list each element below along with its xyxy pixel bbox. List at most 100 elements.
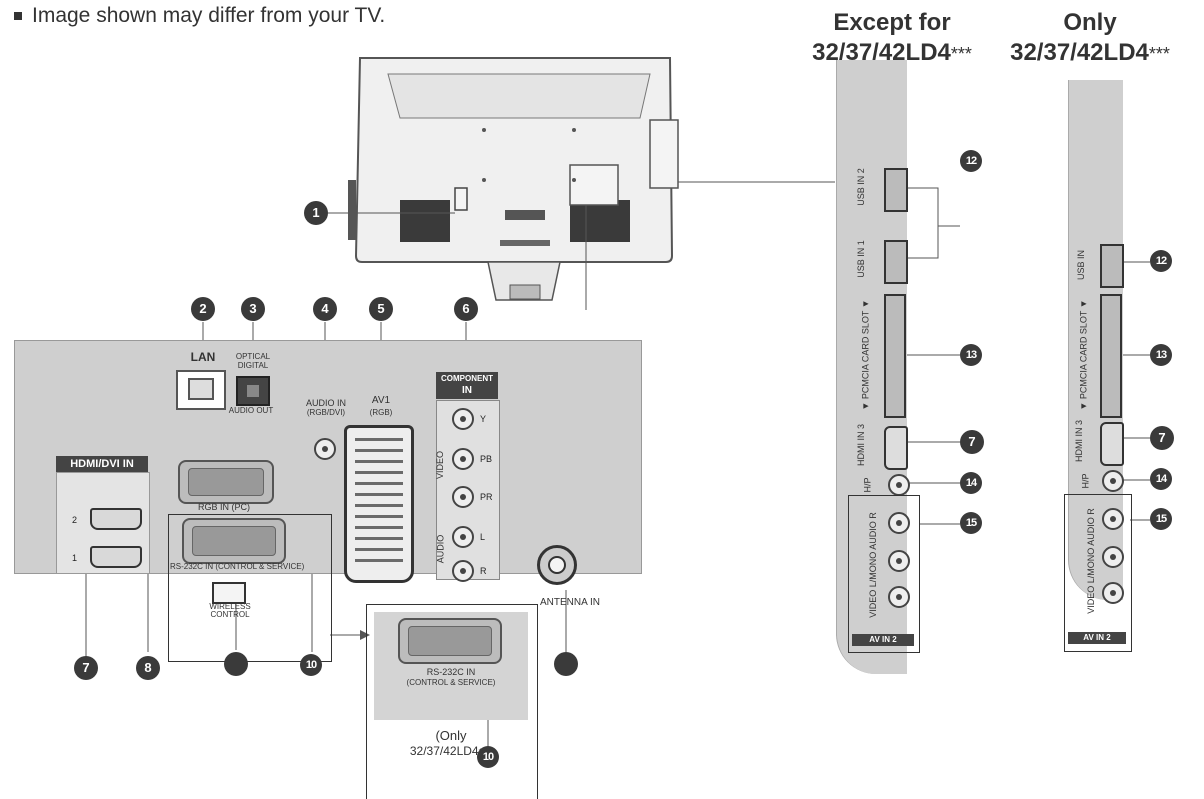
heading-except: Except for 32/37/42LD4*** <box>812 9 972 66</box>
rgb-in-label: RGB IN (PC) <box>197 502 250 512</box>
wireless-control-port[interactable] <box>212 582 246 604</box>
pcmcia-label-r: ▼ PCMCIA CARD SLOT ▼ <box>1078 299 1089 411</box>
rs232-inset-port[interactable] <box>398 618 502 664</box>
av2-video-jack-r[interactable] <box>1102 582 1124 604</box>
comp-pb-label: PB <box>480 454 493 464</box>
callout-7-side: 7 <box>960 430 984 454</box>
av2-audio-l-jack[interactable] <box>888 550 910 572</box>
callout-13: 13 <box>960 344 982 366</box>
audio-in-jack[interactable] <box>314 438 336 460</box>
optical-port[interactable] <box>236 376 270 406</box>
audio-in-label-line2: (RGB/DVI) <box>306 408 346 417</box>
rs232-label: RS-232C IN (CONTROL & SERVICE) <box>170 562 305 571</box>
av-audio-label-r: VIDEO L/MONO AUDIO R <box>1085 508 1096 614</box>
rs232-inset-label-line1: RS-232C IN <box>426 667 476 677</box>
usb2-port[interactable] <box>884 168 908 212</box>
component-header: COMPONENT IN <box>436 372 498 399</box>
component-y-jack[interactable] <box>452 408 474 430</box>
callout-7: 7 <box>74 656 98 680</box>
hp-label: H/P <box>862 477 873 493</box>
component-pb-jack[interactable] <box>452 448 474 470</box>
note-bullet <box>14 12 22 21</box>
comp-y-label: Y <box>480 414 487 424</box>
callout-2: 2 <box>191 297 215 321</box>
usb1-port[interactable] <box>884 240 908 284</box>
callout-13-r: 13 <box>1150 344 1172 366</box>
hdmi3-label-r: HDMI IN 3 <box>1074 419 1085 463</box>
lan-port[interactable] <box>176 370 226 410</box>
optical-label-line1: OPTICAL <box>235 352 271 361</box>
av2-video-jack[interactable] <box>888 586 910 608</box>
callout-7-r: 7 <box>1150 426 1174 450</box>
inset-only-line2: 32/37/42LD4***) <box>409 744 492 758</box>
wireless-label-line2: CONTROL <box>210 610 250 619</box>
callout-3: 3 <box>241 297 265 321</box>
lan-label: LAN <box>190 350 216 364</box>
callout-9-unlabeled <box>224 652 248 676</box>
av2-audio-l-jack-r[interactable] <box>1102 546 1124 568</box>
headphone-jack[interactable] <box>888 474 910 496</box>
component-pr-jack[interactable] <box>452 486 474 508</box>
callout-14: 14 <box>960 472 982 494</box>
hdmi-dvi-header: HDMI/DVI IN <box>56 456 148 472</box>
usb1-label: USB IN 1 <box>855 240 866 278</box>
av-in2-label-r: AV IN 2 <box>1068 632 1126 644</box>
av1-label-line2: (RGB) <box>369 408 393 417</box>
comp-pr-label: PR <box>480 492 493 502</box>
av-audio-label: VIDEO L/MONO AUDIO R <box>867 512 878 618</box>
callout-8: 8 <box>136 656 160 680</box>
rs232-inset-label-line2: (CONTROL & SERVICE) <box>406 678 496 687</box>
rgb-in-port[interactable] <box>178 460 274 504</box>
hdmi3-port-r[interactable] <box>1100 422 1124 466</box>
hdmi3-port[interactable] <box>884 426 908 470</box>
pcmcia-label: ▼ PCMCIA CARD SLOT ▼ <box>860 299 871 411</box>
audio-r-jack[interactable] <box>452 560 474 582</box>
audio-l-jack[interactable] <box>452 526 474 548</box>
hp-label-r: H/P <box>1080 473 1091 489</box>
audio-in-label-line1: AUDIO IN <box>305 398 346 408</box>
callout-4: 4 <box>313 297 337 321</box>
rs232-port[interactable] <box>182 518 286 564</box>
pcmcia-slot-r[interactable] <box>1100 294 1122 418</box>
callout-5: 5 <box>369 297 393 321</box>
tv-back-illustration <box>348 57 679 301</box>
hdmi3-label: HDMI IN 3 <box>856 423 867 467</box>
heading-only: Only 32/37/42LD4*** <box>1010 9 1170 66</box>
av-in2-box <box>848 495 920 653</box>
video-vertical-label: VIDEO <box>435 450 446 480</box>
callout-15-r: 15 <box>1150 508 1172 530</box>
antenna-in-port[interactable] <box>537 545 577 585</box>
callout-12-r: 12 <box>1150 250 1172 272</box>
audio-out-label: AUDIO OUT <box>228 406 274 415</box>
av1-label-line1: AV1 <box>371 395 391 406</box>
pcmcia-slot[interactable] <box>884 294 906 418</box>
antenna-in-label: ANTENNA IN <box>539 597 600 608</box>
callout-10: 10 <box>300 654 322 676</box>
comp-l-label: L <box>480 532 486 542</box>
hdmi-1-port[interactable] <box>90 546 142 568</box>
image-note: Image shown may differ from your TV. <box>14 4 385 28</box>
usb2-label: USB IN 2 <box>855 168 866 206</box>
wireless-label-line1: WIRELESS <box>209 602 251 611</box>
callout-12: 12 <box>960 150 982 172</box>
usb-port-r[interactable] <box>1100 244 1124 288</box>
hdmi-2-port[interactable] <box>90 508 142 530</box>
hdmi-2-label: 2 <box>72 515 78 525</box>
callout-10-inset: 10 <box>477 746 499 768</box>
callout-6: 6 <box>454 297 478 321</box>
callout-14-r: 14 <box>1150 468 1172 490</box>
comp-r-label: R <box>480 566 487 576</box>
rs232-inset-box <box>366 604 538 799</box>
inset-only-line1: (Only <box>435 728 467 743</box>
av2-audio-r-jack[interactable] <box>888 512 910 534</box>
av-in2-label: AV IN 2 <box>852 634 914 646</box>
hdmi-1-label: 1 <box>72 553 78 563</box>
audio-vertical-label: AUDIO <box>435 534 446 564</box>
scart-port[interactable] <box>344 425 414 583</box>
callout-15: 15 <box>960 512 982 534</box>
optical-label-line2: DIGITAL <box>237 361 269 370</box>
av2-audio-r-jack-r[interactable] <box>1102 508 1124 530</box>
rs232-wireless-box <box>168 514 332 662</box>
headphone-jack-r[interactable] <box>1102 470 1124 492</box>
